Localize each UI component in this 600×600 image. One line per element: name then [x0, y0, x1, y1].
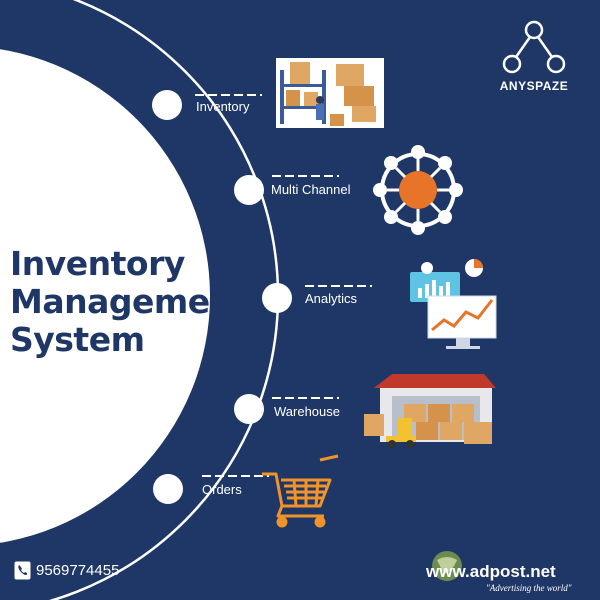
node-multi-channel [234, 175, 264, 205]
anyspaze-logo-icon [502, 20, 566, 74]
hub-network-icon [373, 145, 463, 235]
label-inventory: Inventory [196, 99, 250, 114]
big-circle [0, 49, 210, 543]
brand-name: ANYSPAZE [499, 79, 569, 93]
globe-icon [432, 551, 462, 581]
dash-lines [195, 94, 372, 477]
page-title-line-1: Inventory [10, 244, 185, 283]
node-warehouse [234, 394, 264, 424]
page-title-line-3: System [10, 320, 145, 359]
warehouse-forklift-icon [364, 374, 496, 448]
label-orders: Orders [202, 482, 242, 497]
node-inventory [152, 90, 182, 120]
phone-icon [14, 561, 31, 580]
label-analytics: Analytics [305, 291, 358, 306]
node-analytics [262, 283, 292, 313]
analytics-chart-icon [410, 259, 497, 349]
page-title-line-2: Management [10, 282, 248, 321]
label-warehouse: Warehouse [274, 404, 340, 419]
node-orders [153, 474, 183, 504]
phone-number: 9569774455 [36, 562, 120, 579]
shelves-boxes-icon [276, 58, 384, 128]
shopping-cart-icon [262, 454, 339, 528]
label-multi-channel: Multi Channel [271, 182, 351, 197]
watermark-tagline: "Advertising the world" [486, 583, 572, 593]
watermark-site: www.adpost.net [426, 562, 556, 581]
